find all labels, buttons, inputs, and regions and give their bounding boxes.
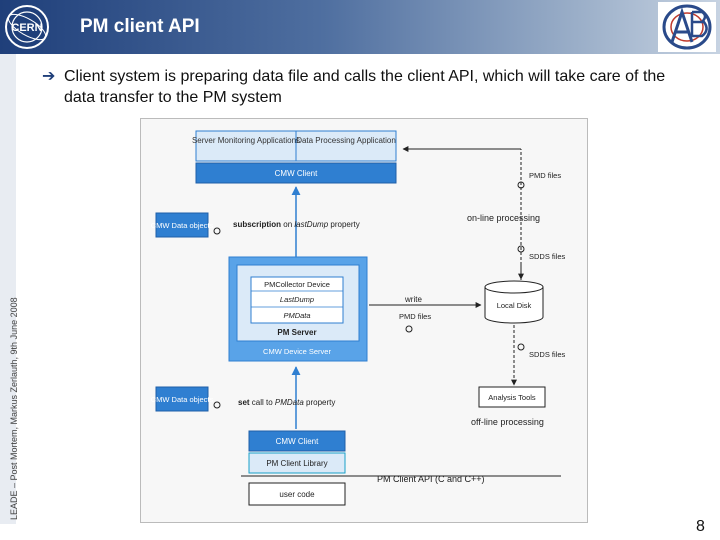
local-disk-label: Local Disk [497,301,532,310]
pm-client-library-box [248,452,346,474]
architecture-diagram: Server Monitoring Applications Data Proc… [140,118,588,523]
sidebar-strip [0,54,16,524]
pm-data-label: PMData [283,311,310,320]
analysis-tools-label: Analysis Tools [488,393,536,402]
pm-client-api-label: PM Client API (C and C++) [377,474,485,484]
server-monitoring-label: Server Monitoring Applications [192,136,300,145]
cmw-client-bottom-label: CMW Client [276,437,319,446]
connector-circle [213,227,221,235]
user-code-box [248,482,346,506]
local-disk-top [484,280,544,294]
cmw-client-bottom-box [248,430,346,452]
pm-client-library-label: PM Client Library [266,459,327,468]
cmw-client-top-box [195,162,397,184]
last-dump-label: LastDump [280,295,314,304]
set-call-label: set call to PMData property [238,398,335,407]
sdds-files-top-label: SDDS files [529,252,566,261]
cern-logo-text: CERN [11,22,42,34]
page-title: PM client API [80,16,200,37]
ab-logo [658,2,716,52]
user-code-label: user code [279,490,315,499]
data-processing-label: Data Processing Application [296,136,396,145]
pm-server-label: PM Server [277,328,316,337]
local-disk-body [484,287,544,324]
cmw-data-objects-top [155,212,209,238]
offline-processing-label: off-line processing [471,417,544,427]
pmd-files-mid-label: PMD files [399,312,431,321]
arrow-right-icon: ➔ [42,68,56,85]
bullet-text: Client system is preparing data file and… [64,68,666,106]
cern-logo-icon: CERN [5,5,49,49]
sdds-files-bottom-label: SDDS files [529,350,566,359]
pmd-files-top-label: PMD files [529,171,561,180]
page-number: 8 [696,518,705,535]
sidebar-footer-text: LEADE – Post Mortem, Markus Zerlauth, 9t… [9,297,19,520]
ab-logo-icon [662,4,712,50]
write-label: write [404,295,422,304]
cmw-data-objects-bottom [155,386,209,412]
cmw-client-top-label: CMW Client [275,169,318,178]
online-processing-label: on-line processing [467,213,540,223]
cmw-data-top-label: CMW Data objects [151,221,214,230]
cmw-device-server-label: CMW Device Server [263,347,331,356]
collector-title-label: PMCollector Device [264,280,330,289]
pm-collector-device [250,276,344,324]
header-bar: CERN PM client API [0,0,720,54]
analysis-tools-box [478,386,546,408]
bullet-point: ➔ Client system is preparing data file a… [42,66,682,108]
subscription-label: subscription on lastDump property [233,220,360,229]
cmw-data-bottom-label: CMW Data objects [151,395,214,404]
diagram-canvas: Server Monitoring Applications Data Proc… [151,130,566,506]
